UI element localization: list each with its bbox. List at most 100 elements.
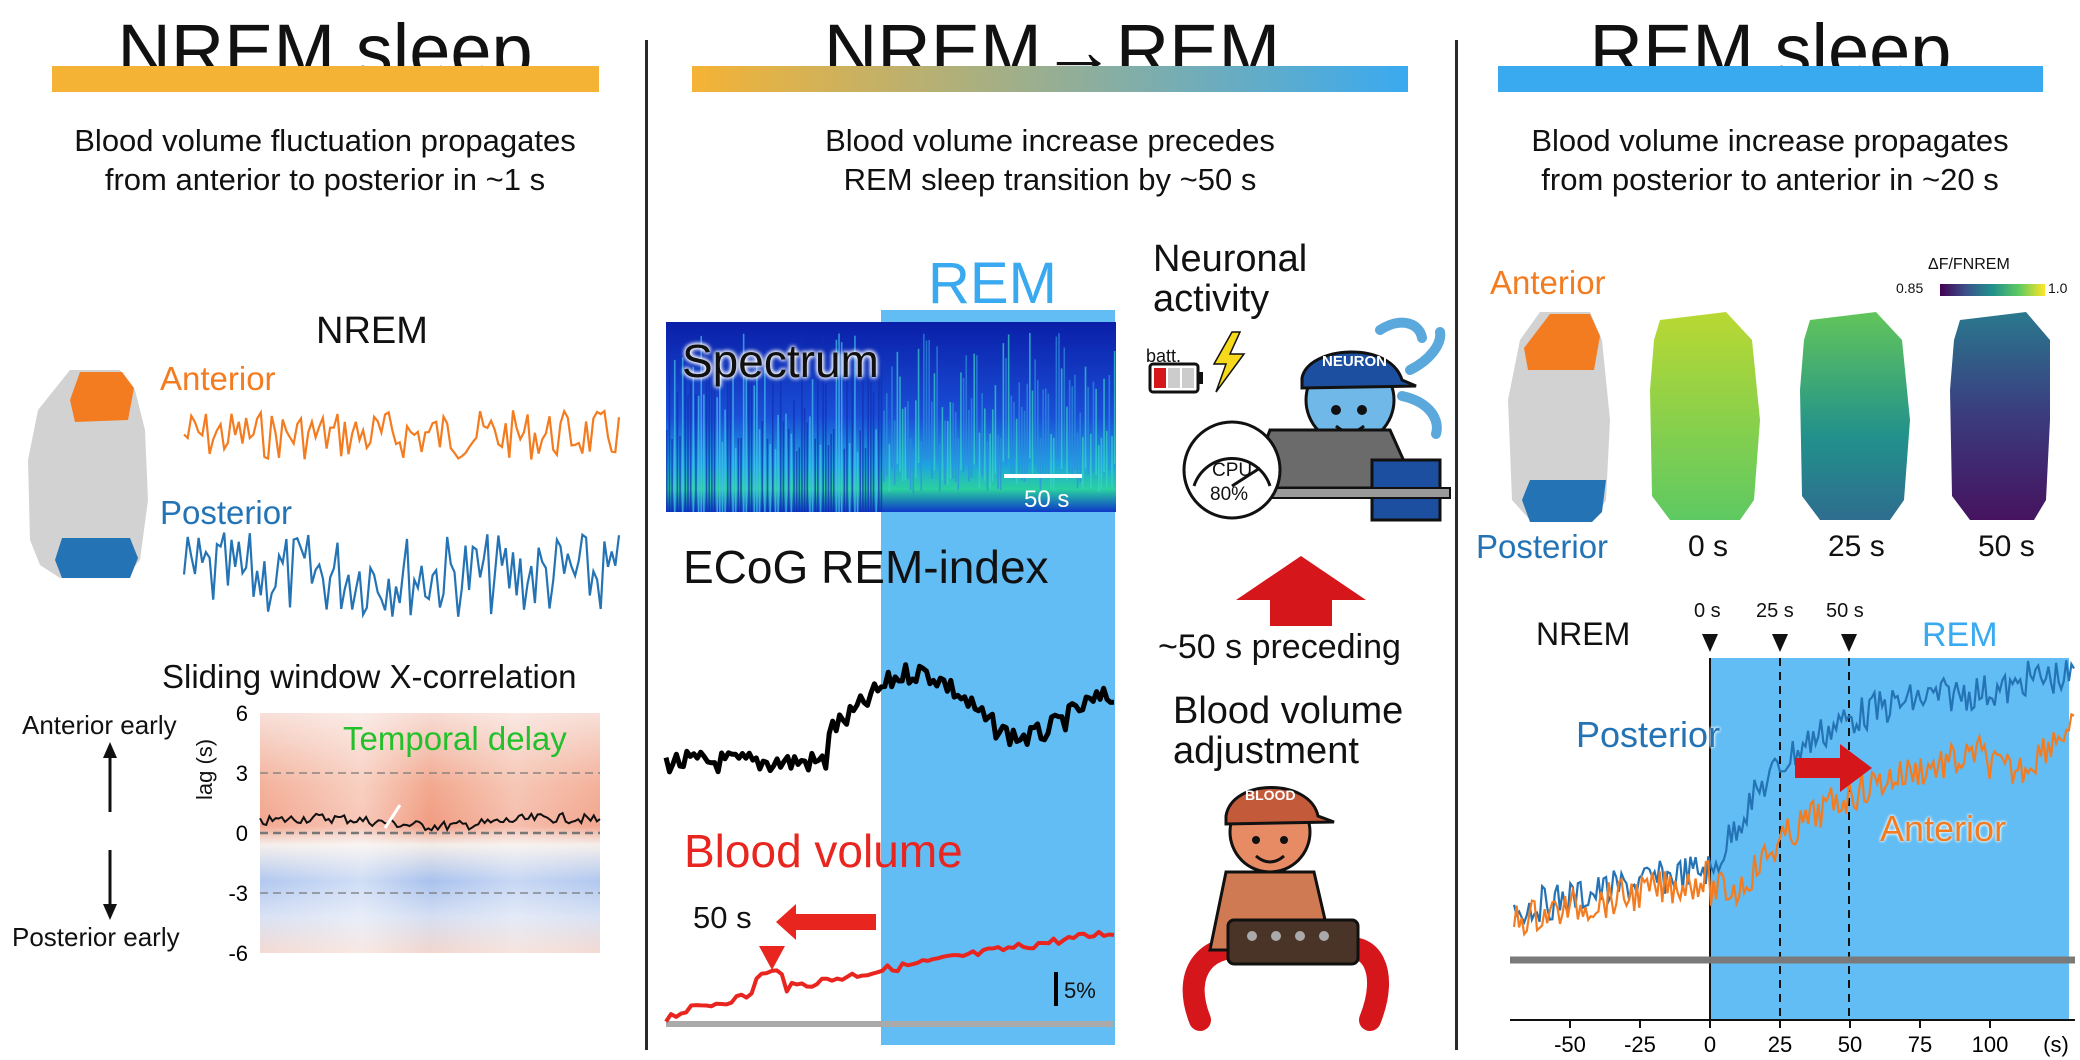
rem-subtitle: Blood volume increase propagates from po… <box>1460 122 2080 200</box>
ecog-label: ECoG REM-index <box>683 541 1049 593</box>
neuron-cap-label: NEURON <box>1322 353 1388 370</box>
nrem-anterior-region <box>70 372 134 422</box>
nrem-subtitle-line2: from anterior to posterior in ~1 s <box>104 161 546 197</box>
marker-label-0: 0 s <box>1694 600 1721 622</box>
cpu-label: CPU <box>1212 460 1253 481</box>
blood-volume-trace <box>664 904 1115 1027</box>
nrem-posterior-trace <box>182 532 621 619</box>
divider-left <box>645 40 648 1050</box>
blood-volume-label: Blood volume <box>684 825 963 877</box>
rem-map-25s <box>1800 312 1910 520</box>
x-tick-label: 75 <box>1908 1032 1932 1057</box>
blood-cap-label: BLOOD <box>1245 787 1296 803</box>
nrem-anterior-trace <box>183 408 621 461</box>
neuron-dendrites <box>1375 317 1446 439</box>
rem-map-0s <box>1650 312 1760 520</box>
xcorr-heatmap: 6 3 0 -3 -6 <box>228 701 601 966</box>
lag-direction-arrows <box>103 742 117 920</box>
adjustment-line2: adjustment <box>1173 729 1359 772</box>
ecog-trace <box>663 662 1115 775</box>
x-tick-label: 0 <box>1704 1032 1716 1057</box>
battery-label: batt. <box>1146 346 1182 366</box>
lag-tick-label: -6 <box>228 941 248 966</box>
rem-posterior-trace-label: Posterior <box>1576 714 1721 755</box>
nrem-title-bar <box>52 66 599 92</box>
nrem-anterior-label: Anterior <box>160 360 276 397</box>
delay-pointer <box>383 804 402 829</box>
colorbar-max: 1.0 <box>2048 280 2068 296</box>
lag-tick-label: 0 <box>236 821 248 846</box>
down-arrow-icon <box>103 904 117 920</box>
anterior-early-label: Anterior early <box>22 710 177 740</box>
adjustment-line1: Blood volume <box>1173 690 1404 732</box>
nrem-subtitle-line1: Blood volume fluctuation propagates <box>74 123 576 158</box>
up-arrow-big-icon <box>1236 556 1366 626</box>
nrem-posterior-region <box>55 538 138 578</box>
preceding-label: ~50 s preceding <box>1158 628 1401 666</box>
transition-subtitle-line2: REM sleep transition by ~50 s <box>843 161 1257 197</box>
xcorr-title: Sliding window X-correlation <box>162 658 577 695</box>
marker-25-icon <box>1772 634 1788 652</box>
lag-tick-label: -3 <box>228 881 248 906</box>
rem-title-bar <box>1498 66 2043 92</box>
neuronal-label-line2: activity <box>1153 277 1270 320</box>
x-tick-label: -50 <box>1554 1032 1586 1057</box>
nrem-brain-shape <box>28 370 148 578</box>
worker-cap <box>1224 786 1335 826</box>
lead-time-label: 50 s <box>693 900 752 935</box>
blood-worker-illustration <box>1182 786 1389 1031</box>
x-tick-label: -25 <box>1624 1032 1656 1057</box>
transition-rem-label: REM <box>928 251 1057 316</box>
temporal-delay-label: Temporal delay <box>343 720 567 757</box>
onset-marker-icon <box>759 946 785 970</box>
marker-0-icon <box>1702 634 1718 652</box>
cpu-value: 80% <box>1210 484 1249 505</box>
posterior-early-label: Posterior early <box>12 922 180 952</box>
neuronal-label-line1: Neuronal <box>1153 238 1308 280</box>
neuron-cap <box>1300 350 1417 390</box>
rem-anterior-region <box>1524 314 1600 370</box>
nrem-posterior-label: Posterior <box>160 494 293 531</box>
spectrum-scalebar-label: 50 s <box>1024 486 1070 513</box>
rem-timecourse-chart: -50 -25 0 25 50 75 100 (s) <box>1510 634 2075 1057</box>
rem-frame-label-1: 25 s <box>1828 530 1885 563</box>
colorbar-min: 0.85 <box>1896 280 1924 296</box>
neuron-illustration <box>1148 317 1451 522</box>
spectrum-image <box>666 322 1116 512</box>
nrem-subtitle: Blood volume fluctuation propagates from… <box>0 122 650 200</box>
rem-posterior-region <box>1522 480 1606 522</box>
rem-anterior-label: Anterior <box>1490 264 1606 301</box>
lag-tick-label: 3 <box>236 761 248 786</box>
x-unit-label: (s) <box>2043 1032 2069 1057</box>
mixer-console <box>1226 918 1360 966</box>
rem-frame-label-2: 50 s <box>1978 530 2035 563</box>
x-tick-label: 25 <box>1768 1032 1792 1057</box>
rem-anterior-trace-label: Anterior <box>1880 808 2007 849</box>
divider-right <box>1455 40 1458 1050</box>
marker-50-icon <box>1841 634 1857 652</box>
transition-subtitle: Blood volume increase precedes REM sleep… <box>692 122 1408 200</box>
transition-subtitle-line1: Blood volume increase precedes <box>825 123 1275 158</box>
neuronal-activity-label: Neuronal activity <box>1153 238 1308 320</box>
rem-frame-label-0: 0 s <box>1688 530 1729 563</box>
lightning-icon <box>1212 331 1246 393</box>
cpu-gauge-icon <box>1182 420 1282 520</box>
marker-label-25: 25 s <box>1756 600 1794 622</box>
up-arrow-icon <box>103 742 117 758</box>
lag-tick-label: 6 <box>236 701 248 726</box>
rem-posterior-label: Posterior <box>1476 528 1609 565</box>
x-tick-label: 50 <box>1838 1032 1862 1057</box>
transition-title-bar <box>692 66 1408 92</box>
nrem-brain-diagram <box>28 370 148 578</box>
rem-brain-maps <box>1508 284 2050 522</box>
marker-label-50: 50 s <box>1826 600 1864 622</box>
nrem-state-label: NREM <box>316 310 428 352</box>
rem-nrem-label: NREM <box>1536 616 1631 652</box>
adjustment-label: Blood volume adjustment <box>1173 690 1404 772</box>
lead-arrow-icon <box>776 904 876 940</box>
spectrum-label: Spectrum <box>682 335 879 387</box>
rem-subtitle-line2: from posterior to anterior in ~20 s <box>1541 161 1999 197</box>
x-tick-label: 100 <box>1972 1032 2009 1057</box>
colorbar-title: ΔF/FNREM <box>1928 256 2010 273</box>
rem-subtitle-line1: Blood volume increase propagates <box>1531 123 2009 158</box>
